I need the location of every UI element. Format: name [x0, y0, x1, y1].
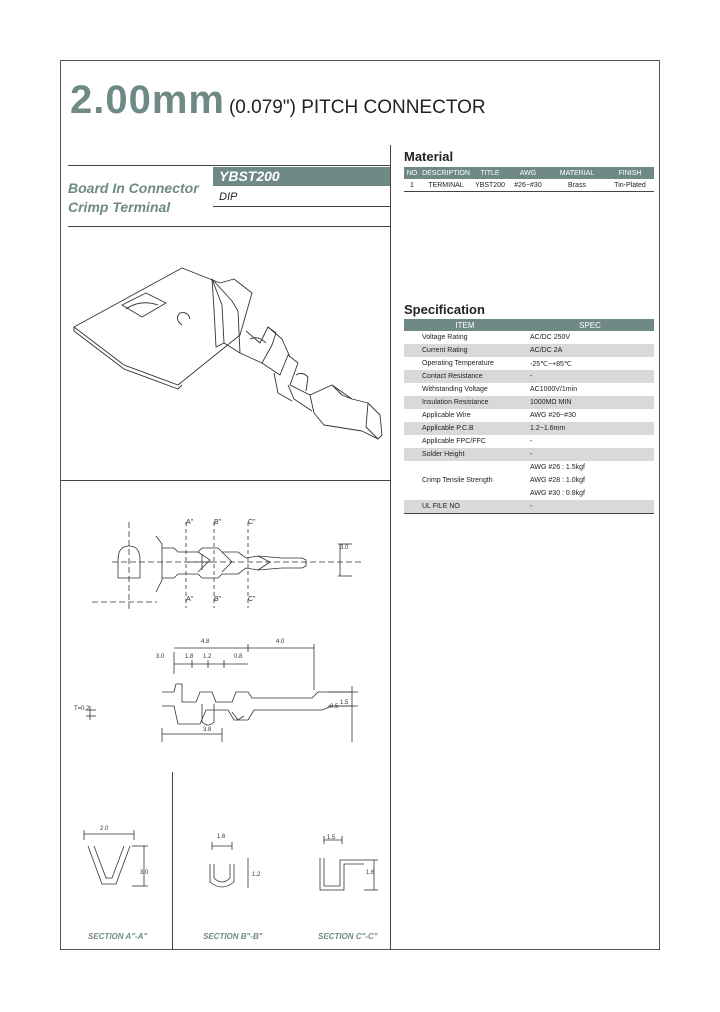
section-c-height: 1.6	[366, 870, 375, 876]
spec-value: AWG #30 : 0.8kgf	[530, 490, 585, 497]
table-row: Applicable Wire AWG #26~#30	[404, 409, 654, 422]
material-cell: YBST200	[472, 179, 508, 192]
material-heading: Material	[404, 149, 454, 164]
material-cell: Tin-Plated	[606, 179, 654, 192]
marker-bottom-c: C"	[248, 596, 256, 603]
spec-item: Current Rating	[404, 344, 526, 357]
spec-value: -	[526, 370, 654, 383]
spec-header: ITEM	[404, 319, 526, 331]
dim-height-top: 3.0	[340, 545, 349, 551]
spec-item: Insulation Resistance	[404, 396, 526, 409]
marker-top-b: B"	[214, 519, 222, 526]
spec-header-row: ITEM SPEC	[404, 319, 654, 331]
section-a-width: 2.0	[100, 826, 109, 832]
terminal-side-view	[86, 644, 358, 742]
spec-value: -	[526, 448, 654, 461]
spec-value: AC1000V/1min	[530, 386, 578, 393]
table-row: Voltage Rating AC/DC 250V	[404, 331, 654, 344]
dim-bottom: 3.8	[203, 727, 212, 733]
dim-a: 4.8	[201, 639, 210, 645]
table-row: Contact Resistance-	[404, 370, 654, 383]
spec-item: Withstanding Voltage	[422, 386, 488, 393]
material-header: MATERIAL	[548, 167, 606, 179]
material-cell: TERMINAL	[420, 179, 472, 192]
dim-c: 1.8	[185, 654, 194, 660]
material-header: DESCRIPTION	[420, 167, 472, 179]
title-pitch: 2.00mm	[70, 78, 225, 122]
specification-heading: Specification	[404, 302, 485, 317]
section-c-label: SECTION C"-C"	[318, 932, 378, 941]
material-table: NO DESCRIPTION TITLE AWG MATERIAL FINISH…	[404, 167, 654, 192]
material-header: NO	[404, 167, 420, 179]
table-row: UL FILE NO-	[404, 500, 654, 514]
dim-side-small: 0.5	[330, 704, 339, 710]
section-b-label: SECTION B"-B"	[203, 932, 263, 941]
spec-value: AC/DC 250V	[530, 334, 571, 341]
marker-bottom-b: B"	[214, 596, 222, 603]
material-header: AWG	[508, 167, 548, 179]
material-cell: #26~#30	[508, 179, 548, 192]
section-a-height: 3.0	[140, 870, 149, 876]
table-row: Operating Temperature -25℃~+85℃	[404, 357, 654, 370]
category-line-1: Board In Connector	[68, 180, 199, 196]
spec-value: -	[530, 438, 533, 445]
section-a-label: SECTION A"-A"	[88, 932, 148, 941]
material-header-row: NO DESCRIPTION TITLE AWG MATERIAL FINISH	[404, 167, 654, 179]
spec-item: Voltage Rating	[422, 334, 468, 341]
material-header: FINISH	[606, 167, 654, 179]
section-drawings	[83, 830, 378, 891]
marker-top-a: A"	[186, 519, 194, 526]
material-cell: 1	[404, 179, 420, 192]
spec-value: -25℃~+85℃	[530, 360, 572, 368]
title-description: (0.079") PITCH CONNECTOR	[228, 97, 486, 118]
page-title: 2.00mm(0.079") PITCH CONNECTOR	[70, 78, 486, 123]
terminal-top-view	[92, 522, 362, 610]
spec-item: Applicable Wire	[422, 412, 471, 419]
spec-value: AWG #26 : 1.5kgf	[530, 464, 585, 471]
spec-item: UL FILE NO	[404, 500, 526, 514]
section-b-height: 1.2	[252, 872, 261, 878]
specification-table: ITEM SPEC Voltage Rating AC/DC 250V Curre…	[404, 319, 654, 514]
spec-value: AC/DC 2A	[526, 344, 654, 357]
spec-value: AWG #28 : 1.0kgf	[530, 477, 585, 484]
marker-bottom-a: A"	[186, 596, 194, 603]
spec-value: -	[526, 500, 654, 514]
table-row: Withstanding Voltage AC1000V/1min	[404, 383, 654, 396]
spec-item: Applicable P.C.B	[404, 422, 526, 435]
spec-item: Operating Temperature	[422, 360, 494, 367]
table-row: Crimp Tensile Strength AWG #26 : 1.5kgf	[404, 461, 654, 484]
spec-item: Applicable FPC/FFC	[422, 438, 486, 445]
page-frame	[60, 60, 660, 950]
part-number: YBST200	[213, 167, 390, 186]
dim-b: 3.0	[156, 654, 165, 660]
spec-value: 1.2~1.6mm	[526, 422, 654, 435]
part-type: DIP	[219, 191, 238, 203]
table-row: AWG #28 : 1.0kgf	[404, 474, 654, 487]
terminal-isometric-drawing	[73, 267, 383, 440]
table-row: AWG #30 : 0.8kgf	[404, 487, 654, 500]
table-row: Applicable FPC/FFC -	[404, 435, 654, 448]
marker-top-c: C"	[248, 519, 256, 526]
spec-item: Crimp Tensile Strength	[422, 477, 493, 484]
section-c-width: 1.5	[327, 835, 336, 841]
spec-header: SPEC	[526, 319, 654, 331]
dim-e: 0.8	[234, 654, 243, 660]
category-line-2: Crimp Terminal	[68, 199, 171, 215]
spec-value: 1000MΩ MIN	[526, 396, 654, 409]
spec-item: Solder Height	[404, 448, 526, 461]
spec-item: Contact Resistance	[404, 370, 526, 383]
dim-side-right: 1.5	[340, 700, 349, 706]
dim-total: 4.0	[276, 639, 285, 645]
material-header: TITLE	[472, 167, 508, 179]
table-row: 1 TERMINAL YBST200 #26~#30 Brass Tin-Pla…	[404, 179, 654, 192]
dim-side-left: T=0.2	[74, 706, 90, 712]
material-cell: Brass	[548, 179, 606, 192]
spec-value: AWG #26~#30	[530, 412, 576, 419]
table-row: Solder Height-	[404, 448, 654, 461]
dim-d: 1.2	[203, 654, 212, 660]
section-b-width: 1.6	[217, 834, 226, 840]
